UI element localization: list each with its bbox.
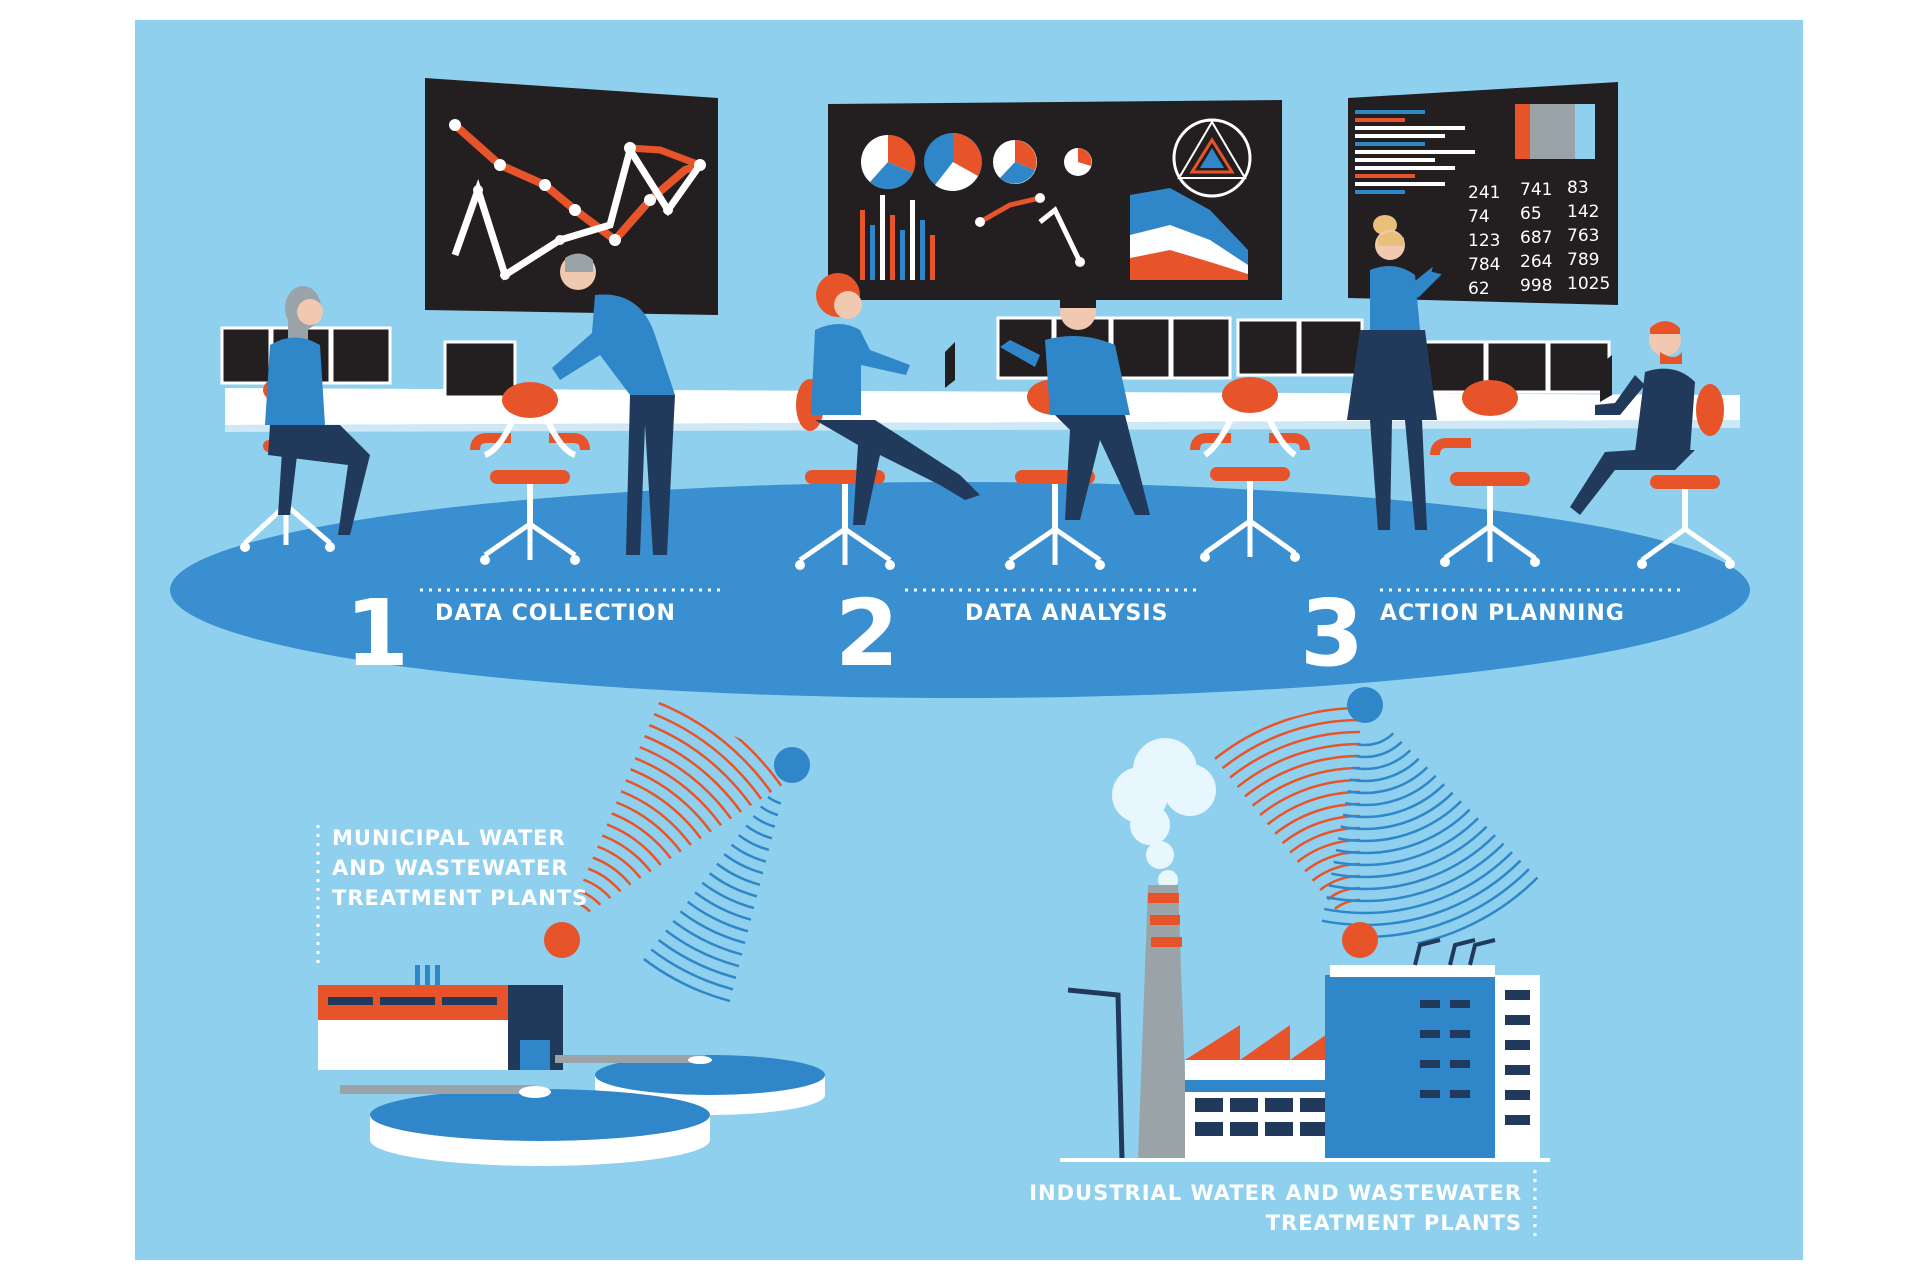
report-number: 789 [1567, 250, 1599, 270]
step-number-3: 3 [1300, 580, 1364, 687]
area-chart [1130, 188, 1248, 280]
person-seated-analyst-2 [811, 273, 980, 525]
industrial-plant-label: INDUSTRIAL WATER AND WASTEWATER TREATMEN… [1029, 1170, 1537, 1240]
report-number: 784 [1468, 255, 1500, 275]
report-number: 74 [1468, 207, 1490, 227]
sensor-node-orange [1342, 922, 1378, 958]
report-number: 83 [1567, 178, 1589, 198]
report-number-grid: 241 741 83 74 65 142 123 687 763 784 264… [1468, 178, 1610, 299]
office-chair [470, 382, 590, 565]
person-seated-analyst-3 [1000, 292, 1150, 520]
report-bars [1355, 104, 1595, 194]
report-number: 241 [1468, 183, 1500, 203]
bar-chart [860, 195, 935, 280]
step-number-1: 1 [345, 580, 409, 687]
report-number: 741 [1520, 180, 1552, 200]
municipal-plant-label: MUNICIPAL WATER AND WASTEWATER TREATMENT… [316, 825, 588, 965]
smokestack-smoke [1112, 738, 1216, 890]
pie-charts [861, 133, 1092, 191]
municipal-label-line-1: MUNICIPAL WATER [332, 826, 566, 850]
industrial-treatment-plant [1060, 738, 1550, 1162]
person-seated-analyst-4 [1570, 321, 1695, 515]
industrial-label-line-2: TREATMENT PLANTS [1266, 1211, 1522, 1235]
process-steps: 1 DATA COLLECTION 2 DATA ANALYSIS 3 ACTI… [345, 580, 1680, 687]
signal-waves-industrial [1200, 687, 1545, 958]
municipal-label-line-3: TREATMENT PLANTS [332, 886, 588, 910]
office-chair [1190, 377, 1310, 562]
report-number: 264 [1520, 252, 1552, 272]
report-number: 62 [1468, 279, 1490, 299]
wall-screen-report: 241 741 83 74 65 142 123 687 763 784 264… [1348, 82, 1618, 305]
report-number: 123 [1468, 231, 1500, 251]
person-standing-engineer [552, 253, 675, 555]
report-number: 763 [1567, 226, 1599, 246]
step-label-data-analysis: DATA ANALYSIS [965, 601, 1168, 626]
step-label-data-collection: DATA COLLECTION [435, 601, 676, 626]
report-number: 1025 [1567, 274, 1610, 294]
person-standing-planner [1347, 215, 1461, 530]
office-chair [1637, 384, 1735, 569]
municipal-label-line-2: AND WASTEWATER [332, 856, 569, 880]
report-number: 687 [1520, 228, 1552, 248]
people [265, 215, 1695, 555]
industrial-label-line-1: INDUSTRIAL WATER AND WASTEWATER [1029, 1181, 1522, 1205]
office-chair [1430, 380, 1540, 567]
wall-screen-line-chart [425, 78, 718, 315]
sensor-node-blue [774, 747, 810, 783]
sensor-node-orange [544, 922, 580, 958]
signal-waves-municipal [544, 700, 810, 1011]
radar-chart-icon [1172, 118, 1252, 198]
report-number: 65 [1520, 204, 1542, 224]
sensor-node-blue [1347, 687, 1383, 723]
step-number-2: 2 [835, 580, 899, 687]
report-number: 142 [1567, 202, 1599, 222]
wall-screen-dashboard [828, 100, 1282, 300]
person-seated-analyst-1 [265, 286, 370, 535]
step-label-action-planning: ACTION PLANNING [1380, 601, 1625, 626]
report-number: 998 [1520, 276, 1552, 296]
municipal-treatment-plant [318, 965, 825, 1166]
